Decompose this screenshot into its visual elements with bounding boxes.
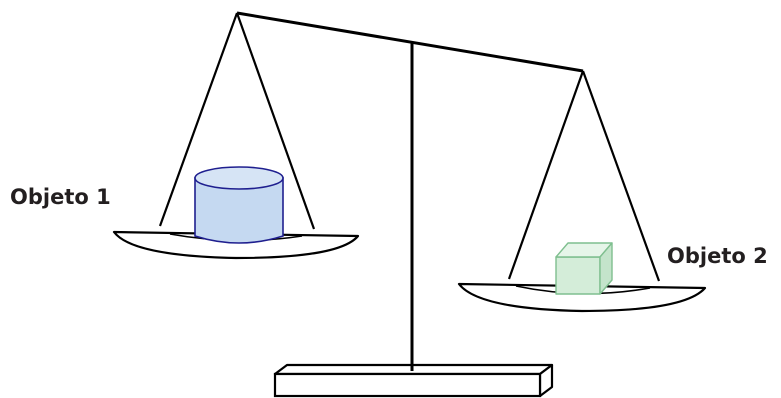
object-2-cube xyxy=(556,243,612,294)
scale-beam xyxy=(237,13,583,71)
object-2-label: Objeto 2 xyxy=(667,244,768,268)
object-1-cylinder xyxy=(195,167,283,243)
object-1-label: Objeto 1 xyxy=(10,185,111,209)
